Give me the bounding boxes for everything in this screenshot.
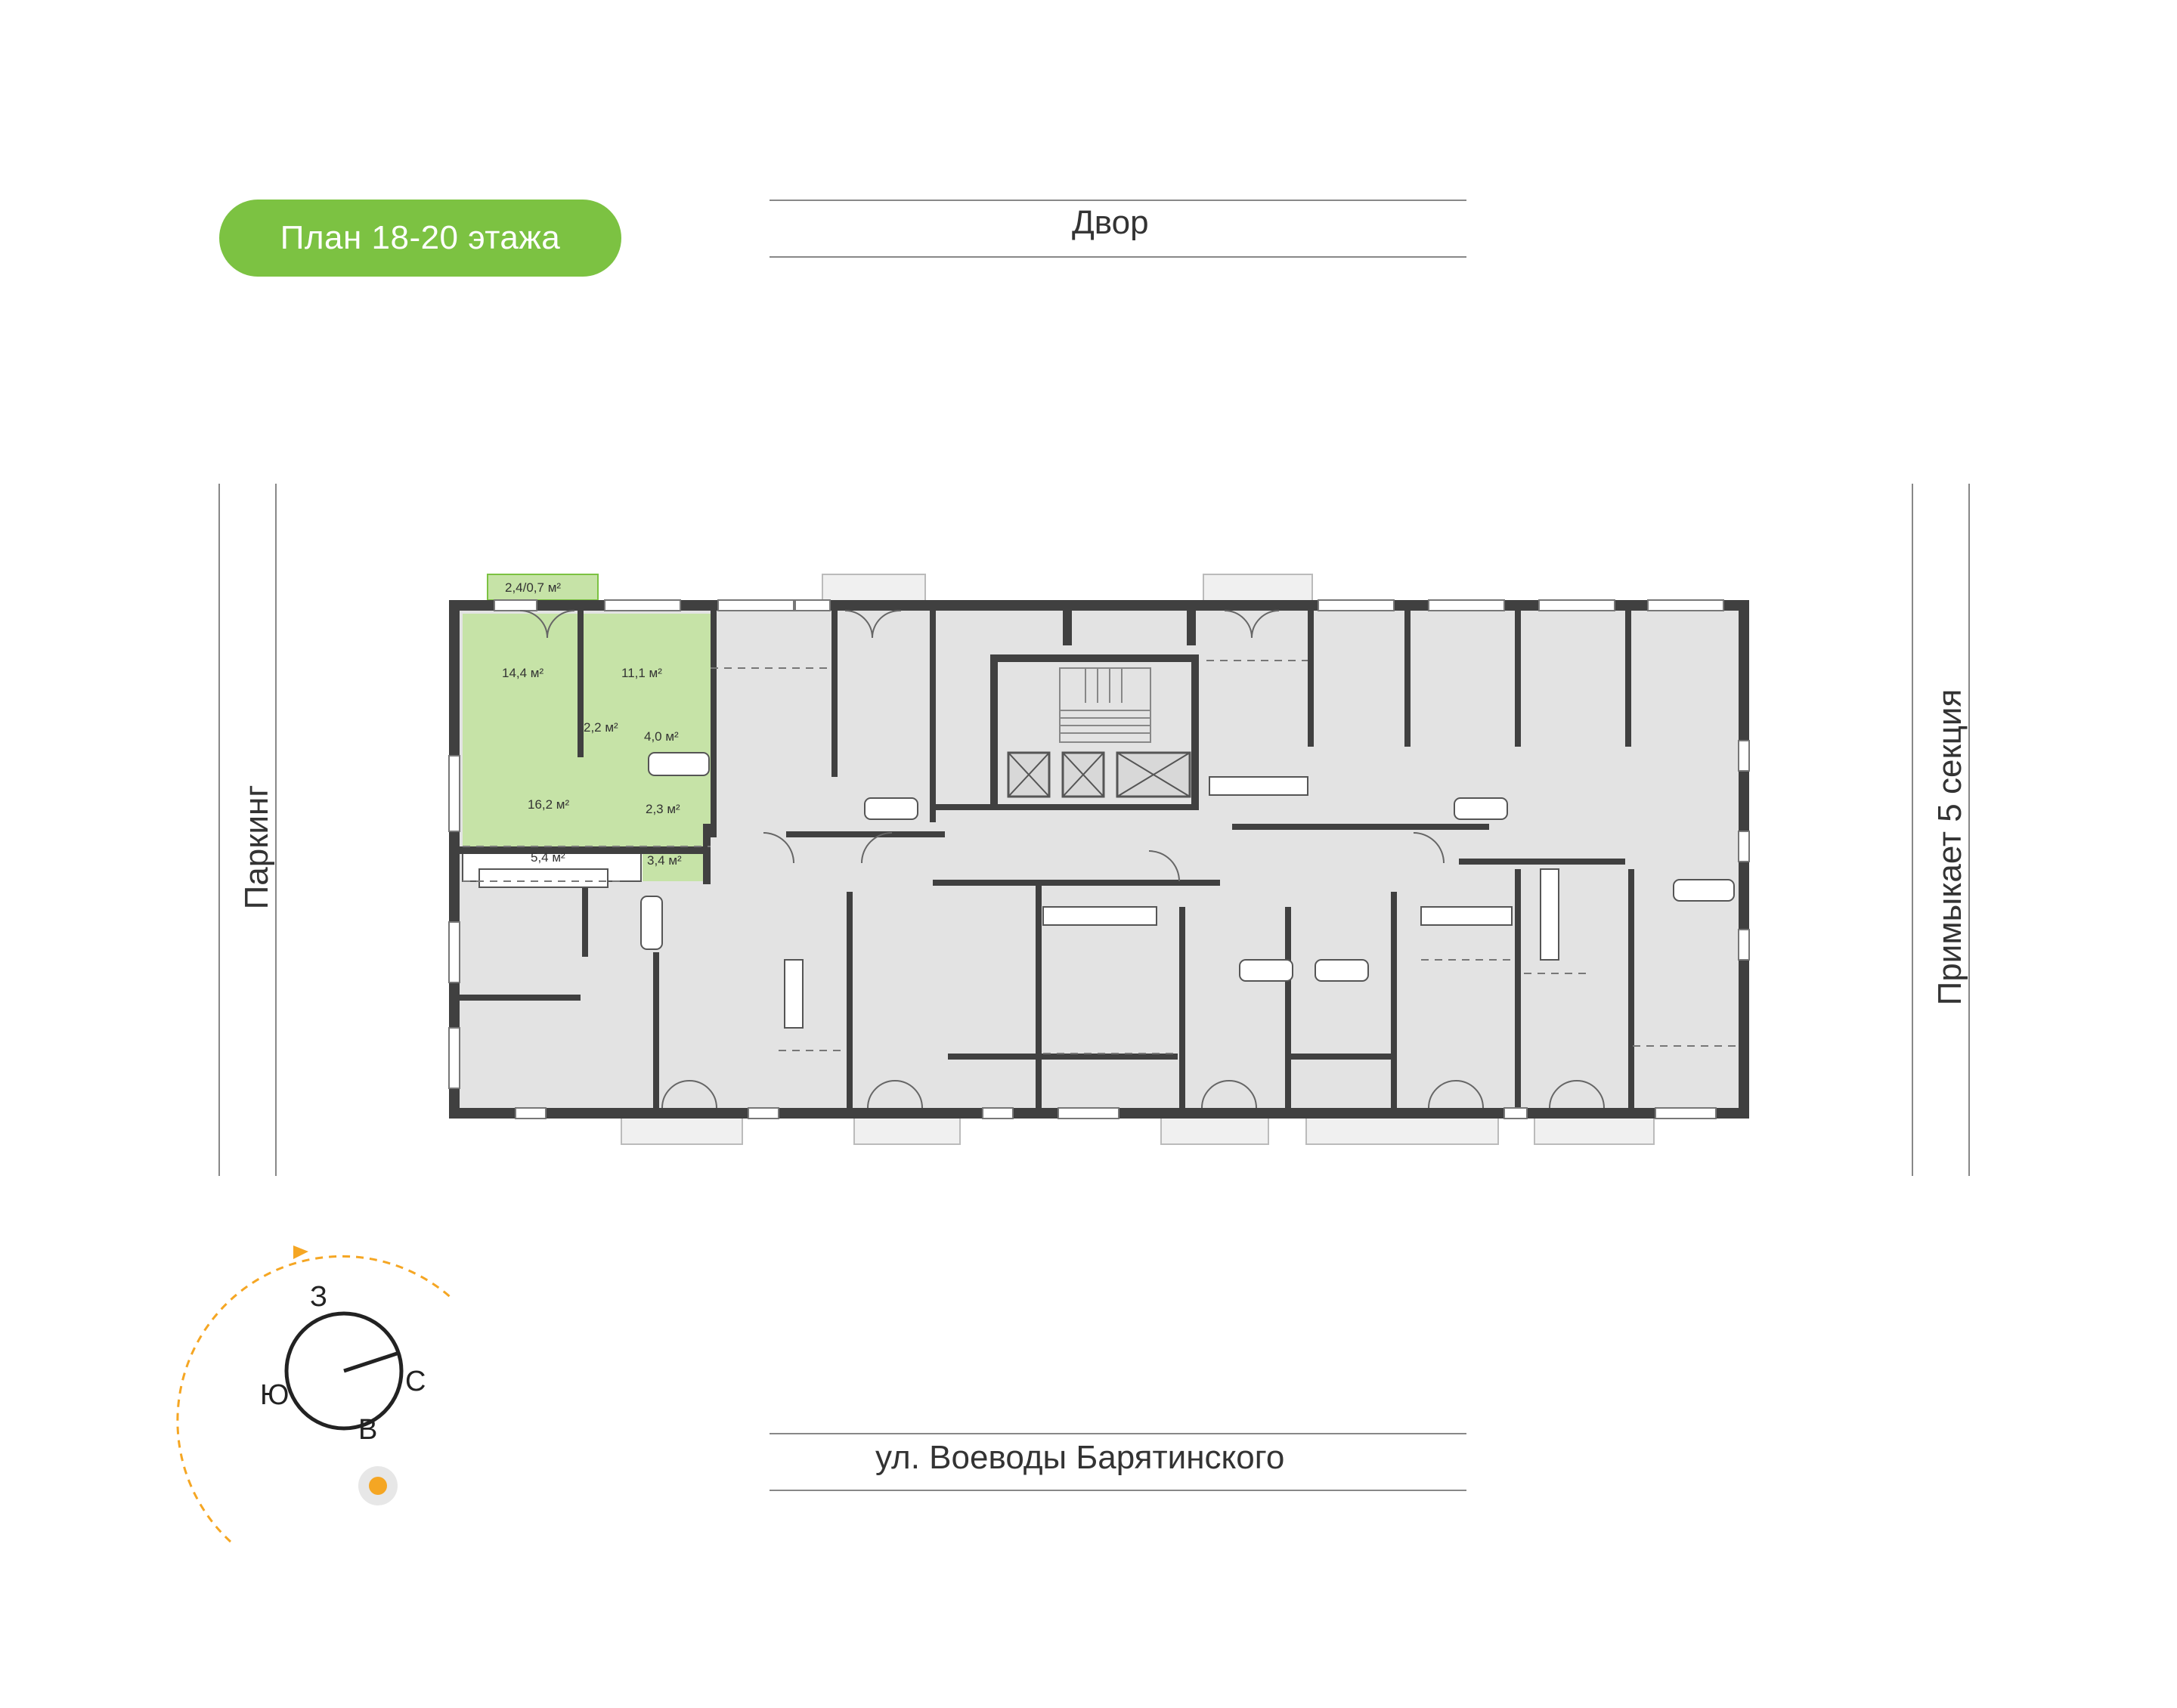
- side-label-bottom: ул. Воеводы Барятинского: [875, 1439, 1285, 1476]
- compass-letters: З С Ю В: [260, 1281, 426, 1446]
- area-room-1: 14,4 м²: [502, 666, 543, 680]
- area-wc: 2,3 м²: [646, 802, 680, 816]
- compass: [176, 1245, 455, 1543]
- area-balcony: 2,4/0,7 м²: [505, 580, 561, 595]
- compass-south: Ю: [260, 1379, 289, 1411]
- compass-north: С: [405, 1366, 426, 1397]
- area-corridor: 3,4 м²: [647, 853, 682, 868]
- bathroom-fixtures: [640, 752, 1735, 982]
- compass-west: З: [310, 1281, 327, 1313]
- kitchen-counters: [478, 776, 1559, 1029]
- door-swings: [519, 609, 1605, 1109]
- plan-title: План 18-20 этажа: [280, 219, 561, 256]
- area-room-2: 11,1 м²: [621, 666, 662, 680]
- boundary-lines: [218, 200, 1970, 1491]
- lift-shafts: [1007, 751, 1191, 798]
- zone-lines: [463, 660, 1739, 1054]
- compass-east: В: [358, 1414, 377, 1446]
- area-bathroom: 4,0 м²: [644, 729, 679, 744]
- side-label-top: Двор: [1072, 204, 1149, 241]
- area-kitchen: 5,4 м²: [531, 850, 565, 865]
- windows: [448, 599, 1750, 1119]
- stairs: [1059, 667, 1151, 743]
- area-hall: 2,2 м²: [584, 720, 618, 735]
- plan-title-badge: План 18-20 этажа: [219, 200, 621, 277]
- area-living-room: 16,2 м²: [528, 797, 569, 812]
